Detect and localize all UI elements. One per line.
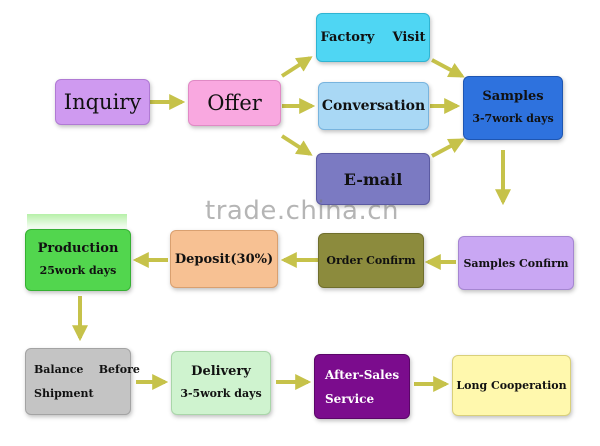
node-samples-confirm-label: Samples Confirm xyxy=(463,256,569,270)
arrow-email-samples xyxy=(431,138,465,158)
node-samples-label: Samples xyxy=(482,89,544,104)
node-after-sales-label-line2: Service xyxy=(325,391,375,406)
production-top-fade xyxy=(27,214,127,230)
node-conversation-label: Conversation xyxy=(321,98,426,114)
arrow-factory-visit-samples xyxy=(431,58,465,78)
node-production: Production 25work days xyxy=(25,229,131,291)
node-production-days: 25work days xyxy=(39,264,117,277)
node-balance-label-line2: Shipment xyxy=(34,386,94,400)
node-deposit-label: Deposit(30%) xyxy=(174,251,274,267)
node-factory-visit-label: Factory Visit xyxy=(320,30,426,45)
node-deposit: Deposit(30%) xyxy=(170,230,278,288)
node-after-sales-service: After-Sales Service xyxy=(314,354,410,419)
node-production-label: Production xyxy=(37,241,119,256)
node-order-confirm-label: Order Confirm xyxy=(326,254,416,267)
node-offer: Offer xyxy=(188,80,281,126)
node-delivery-label: Delivery xyxy=(191,364,251,379)
arrow-offer-email xyxy=(280,134,313,156)
node-offer-label: Offer xyxy=(207,91,262,115)
node-conversation: Conversation xyxy=(318,82,429,130)
node-balance-before-shipment: Balance Before Shipment xyxy=(25,348,140,415)
node-delivery: Delivery 3-5work days xyxy=(171,351,271,415)
node-long-cooperation: Long Cooperation xyxy=(452,355,571,416)
arrow-offer-factory-visit xyxy=(280,56,313,78)
node-order-confirm: Order Confirm xyxy=(318,233,424,288)
node-balance-label-line1: Balance Before xyxy=(34,362,140,376)
node-email: E-mail xyxy=(316,153,430,205)
watermark-text: trade.china.cn xyxy=(205,196,400,226)
node-email-label: E-mail xyxy=(343,169,403,189)
node-long-cooperation-label: Long Cooperation xyxy=(456,379,567,392)
node-after-sales-label-line1: After-Sales xyxy=(325,367,400,382)
node-inquiry: Inquiry xyxy=(55,79,150,125)
node-samples-confirm: Samples Confirm xyxy=(458,236,574,290)
node-factory-visit: Factory Visit xyxy=(316,13,430,62)
node-inquiry-label: Inquiry xyxy=(63,90,142,114)
node-samples-days: 3-7work days xyxy=(472,112,554,125)
node-delivery-days: 3-5work days xyxy=(180,387,262,400)
node-samples: Samples 3-7work days xyxy=(463,76,563,140)
